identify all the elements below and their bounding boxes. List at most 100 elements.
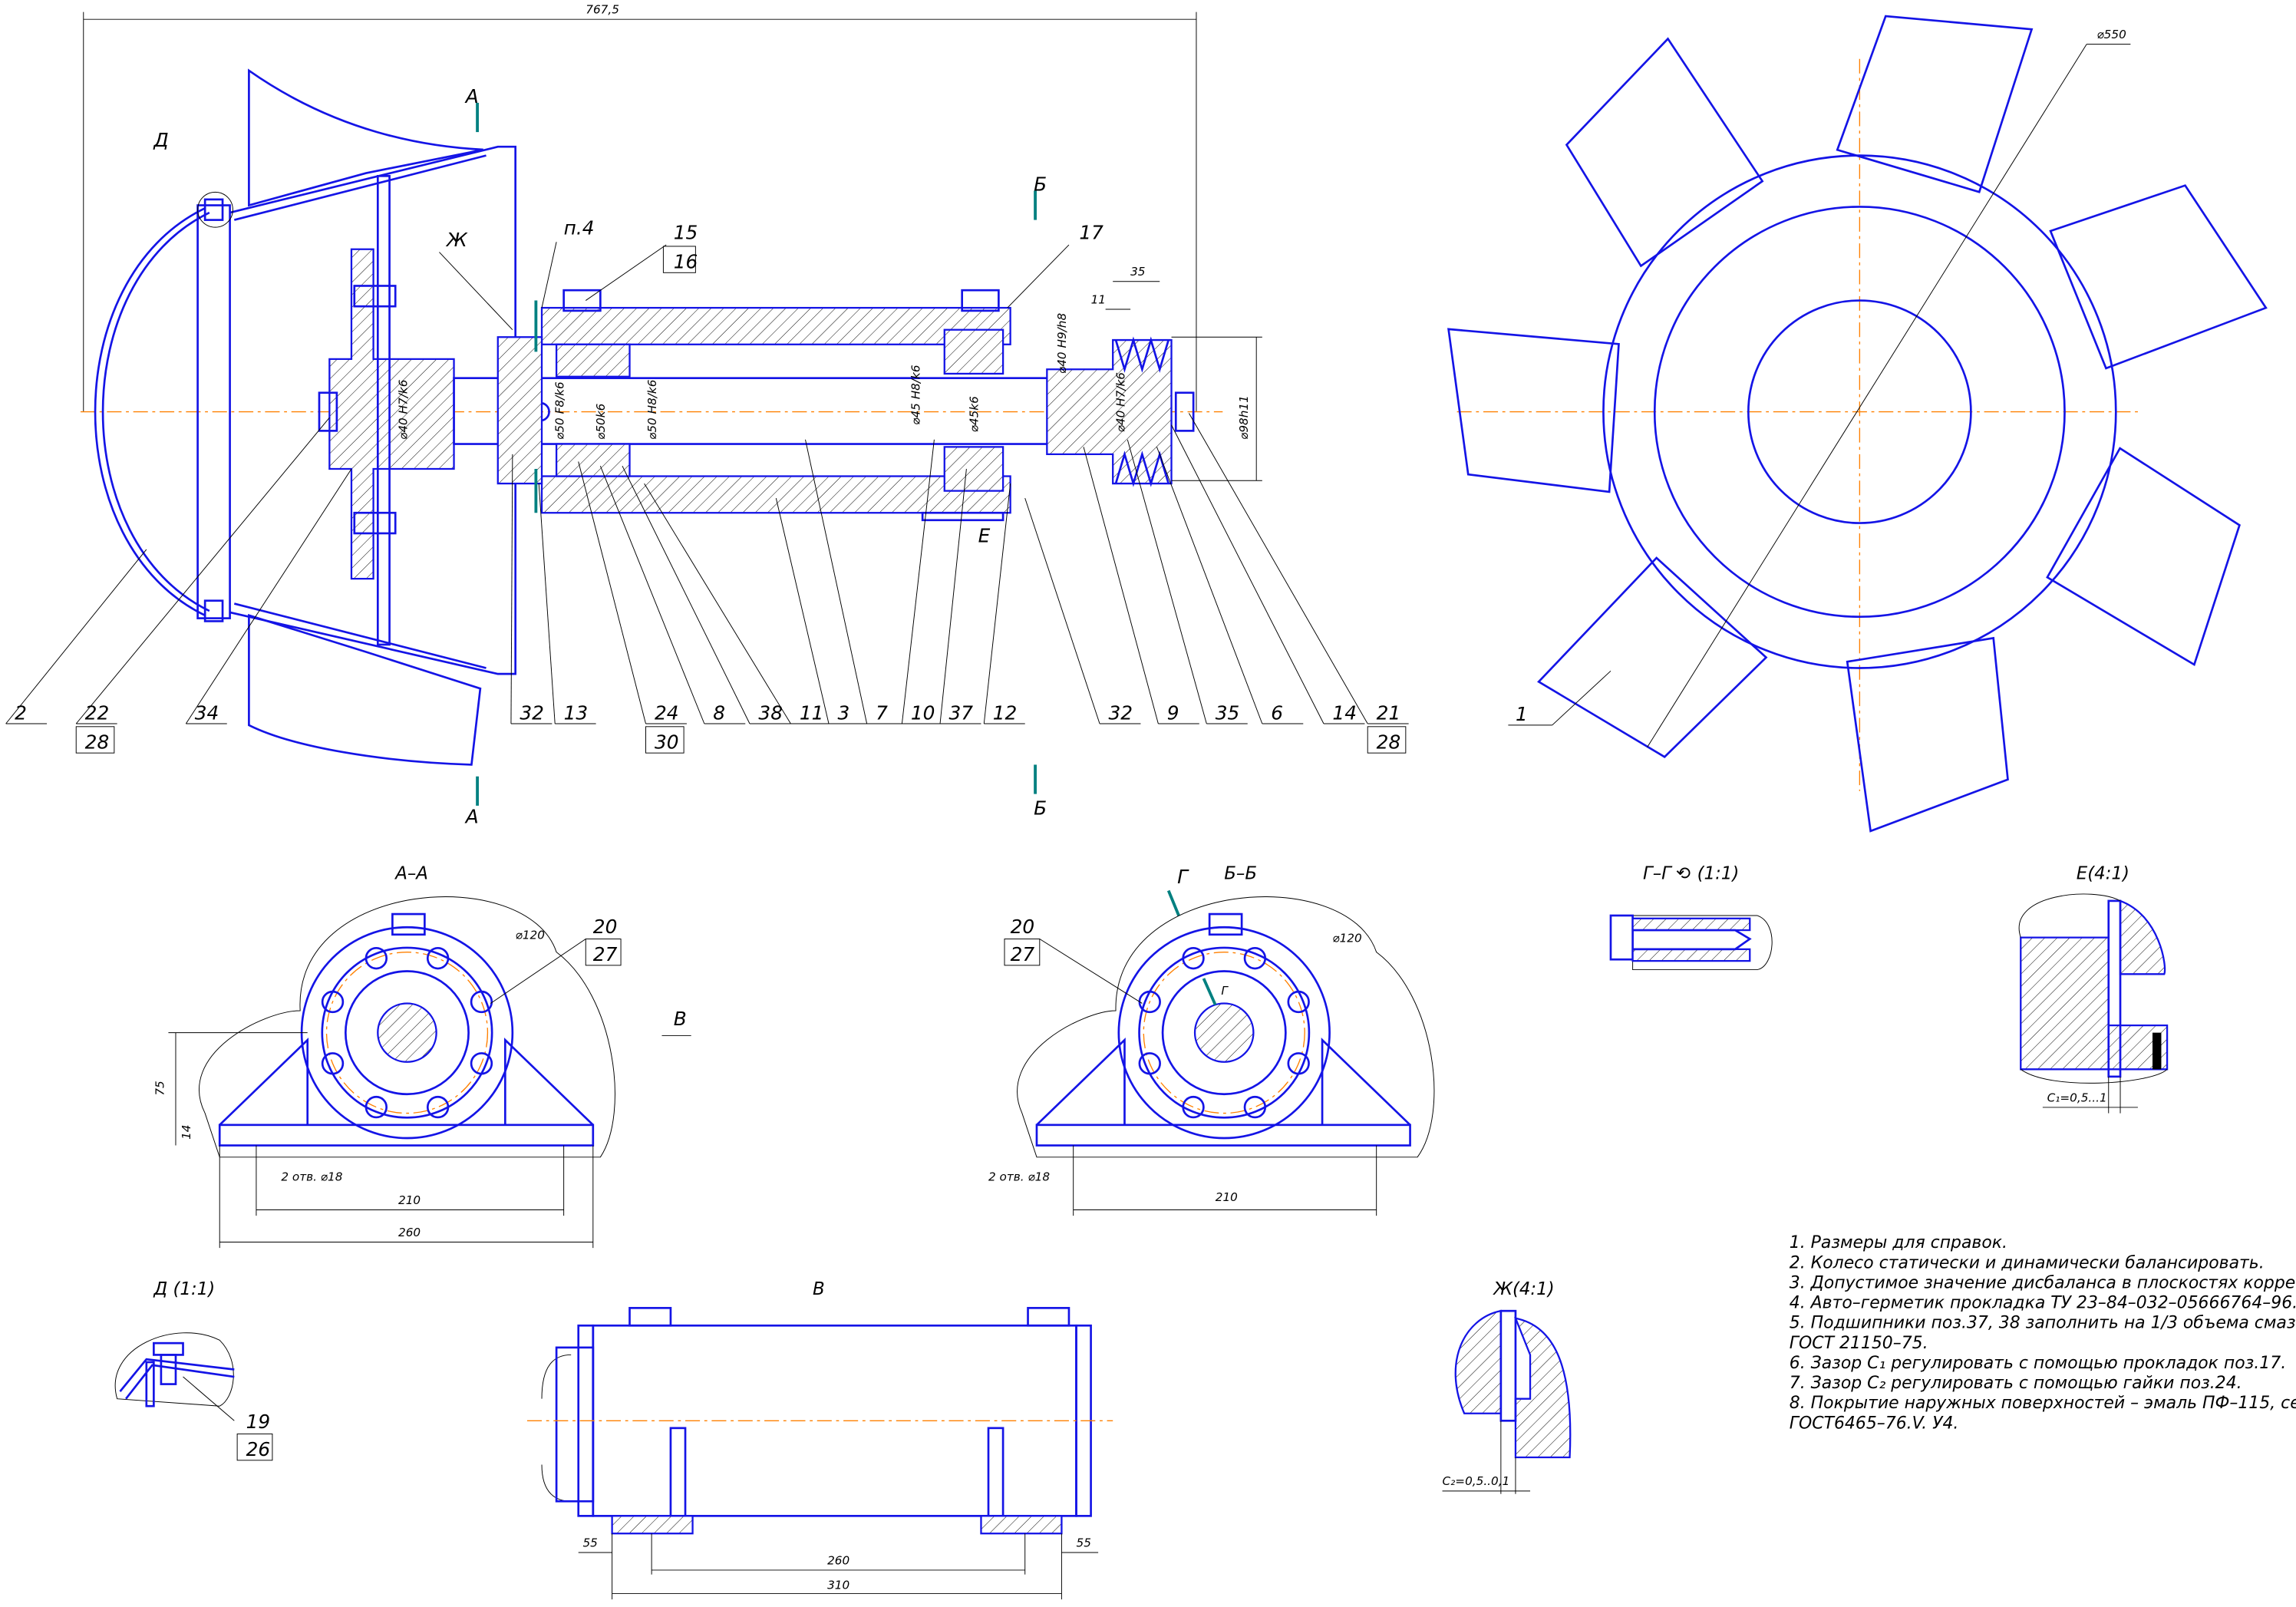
section-mark-g-2: Г	[1221, 984, 1229, 998]
section-mark-b-top: Б	[1034, 173, 1047, 195]
fan-disk	[1653, 206, 2066, 619]
section-mark-b-bottom: Б	[1034, 797, 1047, 819]
dim-260: 260	[827, 1553, 849, 1567]
detail-d: Д (1:1) 19 26	[114, 1279, 273, 1461]
bolt-hole	[1138, 1052, 1161, 1075]
bolt-hole	[1287, 990, 1310, 1014]
fit-dim: ⌀45k6	[968, 396, 981, 432]
height-14: 14	[180, 1125, 193, 1140]
fan-blade	[1537, 540, 1780, 780]
callout-14: 14	[1332, 701, 1357, 724]
section-aa: А–А ⌀120 20 27 В 75 14 2 отв. ⌀18 210 26…	[153, 863, 691, 1249]
detail-e-title: Е(4:1)	[2077, 863, 2129, 883]
note-line: 1. Размеры для справок.	[1790, 1233, 2007, 1252]
fit-dim: ⌀50 H8/k6	[645, 379, 659, 440]
callout-38: 38	[758, 701, 783, 724]
section-gg: Г–Г ⟲ (1:1)	[1609, 863, 1773, 971]
fan-blade	[2030, 155, 2268, 395]
callout-20: 20	[593, 916, 618, 938]
section-mark-a-top: А	[464, 85, 479, 107]
fan-diameter-dim: ⌀550	[2096, 28, 2126, 41]
bearing-right	[943, 328, 1004, 375]
fan-blade	[2035, 439, 2258, 666]
base-plate	[218, 1124, 595, 1147]
callout-13: 13	[564, 701, 589, 724]
callout-35: 35	[1216, 701, 1240, 724]
note-line: 6. Зазор C₁ регулировать с помощью прокл…	[1790, 1354, 2286, 1373]
view-mark-zh: Ж	[445, 229, 468, 251]
note-line: 8. Покрытие наружных поверхностей – эмал…	[1790, 1394, 2296, 1413]
callout-28: 28	[1377, 731, 1401, 753]
fit-dim: ⌀50k6	[594, 403, 608, 439]
housing-top	[540, 306, 1011, 345]
callout-37: 37	[948, 701, 973, 724]
fan-blade	[1833, 3, 2033, 197]
fan-front-view: ⌀550 1	[1447, 3, 2268, 833]
note-line: 4. Авто–герметик прокладка ТУ 23–84–032–…	[1790, 1294, 2296, 1313]
bolt-hole	[321, 990, 345, 1014]
width-260: 260	[398, 1226, 421, 1239]
bolt-circle-dia: ⌀120	[516, 929, 545, 942]
fan-hub-ring	[1602, 154, 2117, 669]
overall-length-dim: 767,5	[586, 3, 619, 17]
callout-32: 32	[520, 701, 544, 724]
bolt-hole	[1243, 1095, 1267, 1119]
view-mark-d: Д	[153, 129, 168, 151]
note-line: 3. Допустимое значение дисбаланса в плос…	[1790, 1273, 2296, 1292]
callout-11: 11	[800, 701, 824, 724]
callout-12: 12	[993, 701, 1018, 724]
fan-blade	[1539, 38, 1785, 283]
pulley-diameter-dim: ⌀98h11	[1237, 395, 1251, 440]
dim-55-left: 55	[582, 1536, 597, 1549]
bolt-hole	[470, 1052, 493, 1075]
callout-21: 21	[1377, 701, 1401, 724]
section-bb: Б–Б Г Г ⌀120 20 27 2 отв. ⌀18 210	[988, 863, 1435, 1216]
fit-dim: ⌀45 H8/k6	[909, 365, 922, 425]
housing-bottom	[540, 475, 1011, 514]
dim-11: 11	[1091, 292, 1106, 306]
callout-7: 7	[876, 701, 888, 724]
callout-24: 24	[655, 701, 679, 724]
callout-2: 2	[15, 701, 27, 724]
width-210: 210	[398, 1193, 421, 1207]
dim-310: 310	[827, 1579, 849, 1592]
note-line: 2. Колесо статически и динамически балан…	[1790, 1253, 2265, 1272]
dim-35: 35	[1130, 265, 1145, 279]
callout-8: 8	[713, 701, 725, 724]
note-line: ГОСТ 21150–75.	[1790, 1334, 1928, 1353]
view-mark-e: Е	[978, 524, 991, 546]
pulley	[1046, 338, 1173, 485]
callout-17: 17	[1079, 221, 1103, 243]
bolt-hole	[426, 1095, 450, 1119]
callout-1: 1	[1516, 703, 1528, 725]
height-75: 75	[153, 1081, 167, 1095]
width-210: 210	[1216, 1190, 1238, 1204]
note-line: 5. Подшипники поз.37, 38 заполнить на 1/…	[1790, 1314, 2296, 1333]
callout-19: 19	[246, 1411, 271, 1433]
detail-zh: Ж(4:1) C₂=0,5..0,1	[1442, 1279, 1572, 1494]
bolt-hole	[1182, 946, 1205, 970]
detail-d-title: Д (1:1)	[153, 1279, 215, 1299]
callout-32: 32	[1108, 701, 1133, 724]
bolt-hole	[365, 1095, 388, 1119]
callout-34: 34	[195, 701, 219, 724]
callout-10: 10	[911, 701, 935, 724]
bolt-hole	[1182, 1095, 1205, 1119]
callout-6: 6	[1271, 701, 1283, 724]
detail-e: Е(4:1) C₁=0,5...1	[2018, 863, 2169, 1114]
callout-9: 9	[1167, 701, 1179, 724]
fan-center	[1747, 299, 1972, 524]
section-gg-title: Г–Г ⟲ (1:1)	[1643, 863, 1739, 883]
main-section-view: 767,5 Д ⌀98h11 35 11 ⌀4	[5, 3, 1409, 828]
hub-flange	[328, 248, 455, 580]
bolt-hole	[426, 946, 450, 970]
fit-dim: ⌀50 F8/k6	[553, 381, 567, 440]
bolt-hole	[321, 1052, 345, 1075]
view-v: В 260 310 55 55	[526, 1279, 1113, 1600]
bolt-hole	[1243, 946, 1267, 970]
note-ref-p4: п.4	[564, 217, 595, 239]
section-aa-title: А–А	[394, 863, 428, 883]
nose-cone	[94, 207, 206, 617]
bearing-left	[555, 343, 631, 378]
bolt-hole	[1287, 1052, 1310, 1075]
